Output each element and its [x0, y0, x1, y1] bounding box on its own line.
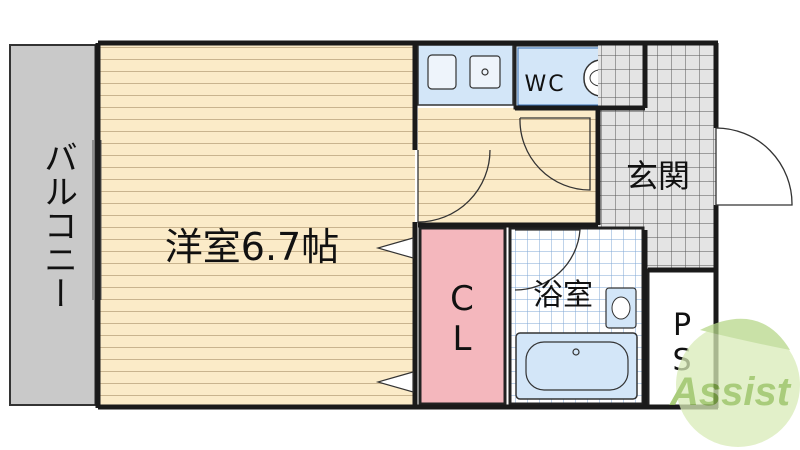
closet-label-l: L: [453, 319, 472, 359]
western-room-floor: [100, 45, 415, 405]
balcony-label: バルコニー: [38, 140, 78, 310]
assist-logo-text: Assist: [669, 370, 792, 414]
ps-label-p: P: [673, 308, 691, 343]
window-marks: [92, 140, 102, 300]
entrance-label: 玄関: [626, 157, 690, 195]
bath-label: 浴室: [533, 278, 593, 313]
assist-logo: Assist: [669, 318, 800, 447]
kitchen-floor: [418, 108, 598, 226]
closet-label-c: C: [450, 279, 474, 319]
balcony-area: [9, 44, 97, 406]
western-room-label: 洋室6.7帖: [165, 225, 339, 269]
stove-icon: [427, 54, 457, 90]
closet-door-marks: [375, 237, 414, 393]
door-swings: [417, 117, 793, 291]
wc-label: WC: [524, 72, 565, 97]
closet-area: [418, 226, 507, 406]
sink-icon: [469, 55, 501, 89]
